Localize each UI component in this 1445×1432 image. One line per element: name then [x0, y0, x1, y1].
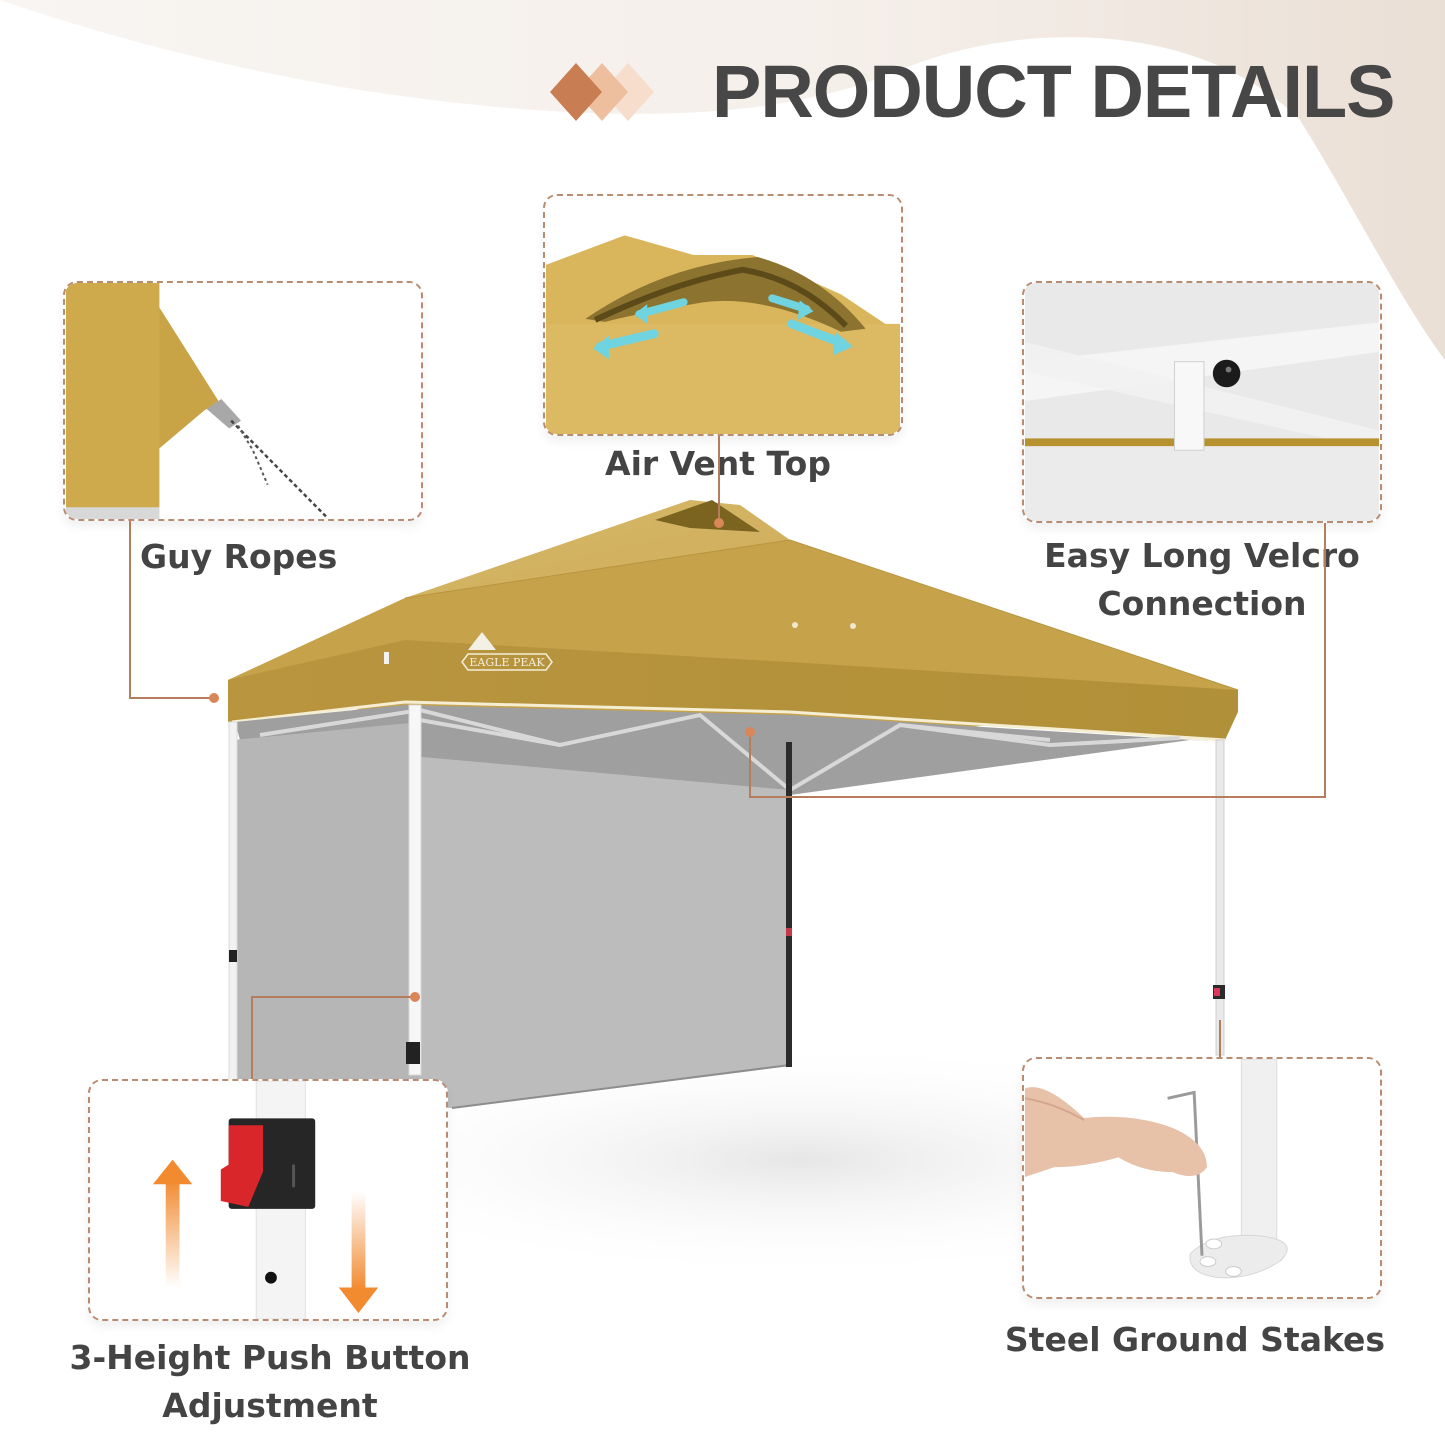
- label-push-button: 3-Height Push Button Adjustment: [60, 1334, 480, 1430]
- label-air-vent: Air Vent Top: [605, 444, 831, 483]
- page-title: PRODUCT DETAILS: [712, 50, 1396, 133]
- label-velcro: Easy Long Velcro Connection: [1022, 532, 1382, 628]
- ground-stakes-photo: [1024, 1059, 1380, 1297]
- callout-push-button: [88, 1079, 448, 1321]
- callout-velcro: [1022, 281, 1382, 523]
- callout-guy-ropes: [63, 281, 423, 521]
- label-push-button-line1: 3-Height Push Button: [69, 1338, 471, 1377]
- callout-air-vent: [543, 194, 903, 436]
- label-velcro-line2: Connection: [1097, 583, 1307, 623]
- guy-ropes-photo: [66, 283, 420, 519]
- velcro-photo: [1024, 283, 1380, 521]
- label-guy-ropes: Guy Ropes: [140, 537, 338, 576]
- label-push-button-line2: Adjustment: [162, 1385, 378, 1425]
- callout-ground-stakes: [1022, 1057, 1382, 1299]
- diamond-decoration-icon: [550, 57, 670, 127]
- label-velcro-line1: Easy Long Velcro: [1044, 536, 1360, 575]
- svg-text:EAGLE PEAK: EAGLE PEAK: [469, 656, 545, 669]
- background-wave: [0, 0, 1445, 360]
- page-header: PRODUCT DETAILS: [550, 50, 1396, 133]
- eagle-peak-logo: EAGLE PEAK: [461, 632, 553, 671]
- label-ground-stakes: Steel Ground Stakes: [1004, 1320, 1386, 1359]
- air-vent-photo: [545, 196, 901, 434]
- push-button-photo: [90, 1081, 446, 1319]
